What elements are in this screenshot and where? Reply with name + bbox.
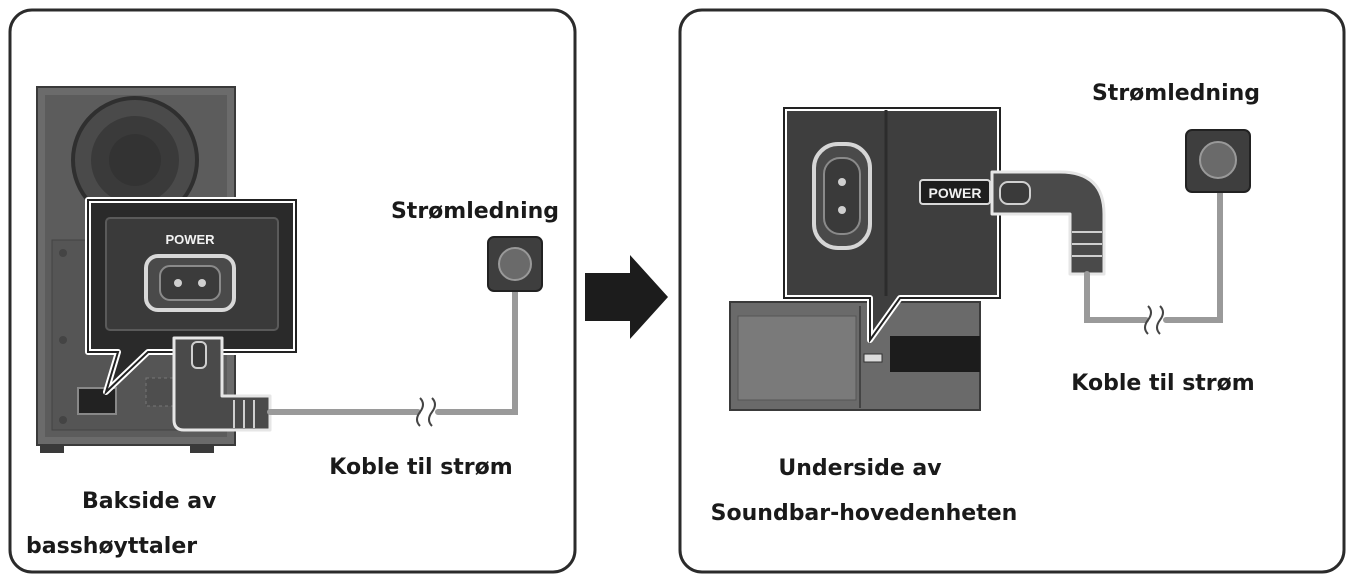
left-callout: POWER xyxy=(85,197,299,396)
left-panel: POWER Strømledning Koble til strøm Baksi… xyxy=(8,8,577,574)
right-port-label: POWER xyxy=(929,185,982,201)
left-caption-line2: basshøyttaler xyxy=(26,534,197,559)
right-caption-line1: Underside av xyxy=(778,456,942,481)
soundbar-power-port-small xyxy=(863,353,883,363)
soundbar xyxy=(729,301,981,411)
right-wall-outlet xyxy=(1185,129,1251,193)
left-cable xyxy=(267,287,518,415)
right-plug xyxy=(990,170,1106,276)
left-wall-outlet xyxy=(487,236,543,292)
right-connect-label: Koble til strøm xyxy=(1071,371,1254,396)
right-panel: POWER Strømledning Koble til strøm Under… xyxy=(678,8,1346,574)
right-caption-line2: Soundbar-hovedenheten xyxy=(711,501,1018,526)
left-caption-line1: Bakside av xyxy=(82,489,217,514)
right-cable-break xyxy=(1144,305,1164,335)
right-callout: POWER xyxy=(781,105,1003,344)
subwoofer-power-port-small xyxy=(77,387,117,415)
left-cord-label: Strømledning xyxy=(391,199,559,224)
arrow-right-icon xyxy=(585,255,668,339)
left-connect-label: Koble til strøm xyxy=(329,455,512,480)
right-cord-label: Strømledning xyxy=(1092,81,1260,106)
left-plug xyxy=(172,336,272,432)
right-cable xyxy=(1084,187,1223,323)
left-port-label: POWER xyxy=(165,232,215,247)
left-cable-break xyxy=(416,397,436,427)
